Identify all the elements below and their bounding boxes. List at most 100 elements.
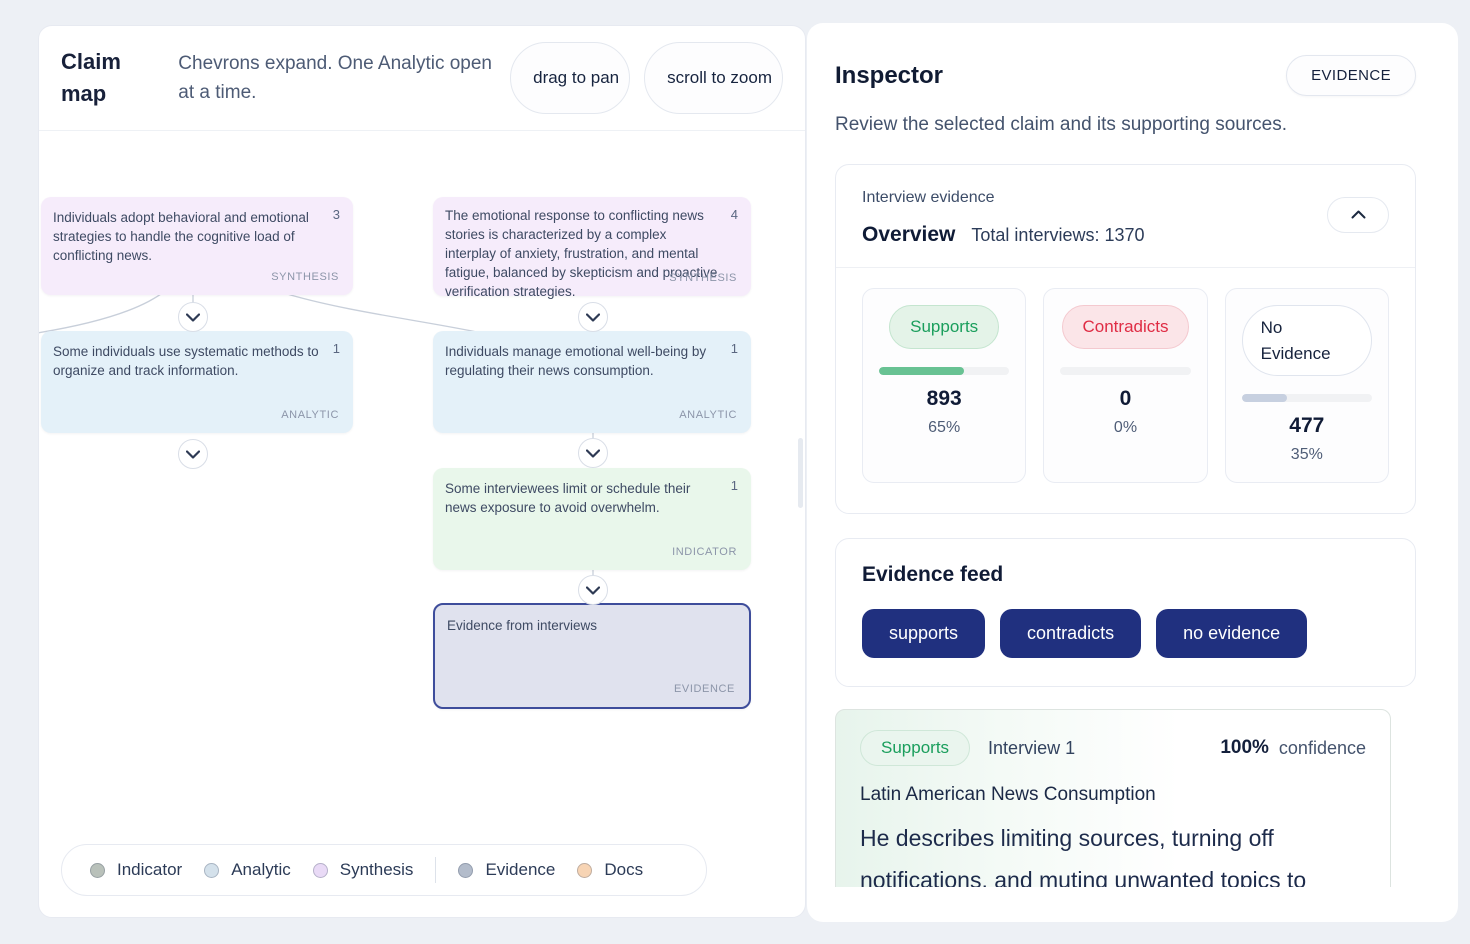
claim-map-subtitle: Chevrons expand. One Analytic open at a … bbox=[178, 52, 492, 103]
evidence-feed-item[interactable]: Supports Interview 1 100% confidence Lat… bbox=[835, 709, 1391, 887]
supports-progress-bar bbox=[879, 366, 1010, 375]
legend-item-synthesis: Synthesis bbox=[312, 860, 414, 880]
filter-no-evidence-button[interactable]: no evidence bbox=[1156, 609, 1308, 658]
expand-chevron-button[interactable] bbox=[578, 438, 608, 468]
legend-item-evidence: Evidence bbox=[458, 860, 555, 880]
no-evidence-percent: 35% bbox=[1290, 446, 1323, 463]
node-analytic-1[interactable]: Some individuals use systematic methods … bbox=[41, 331, 353, 433]
claim-map-title: Claim map bbox=[61, 49, 121, 106]
filter-contradicts-button[interactable]: contradicts bbox=[1000, 609, 1142, 658]
node-badge: 3 bbox=[332, 207, 340, 222]
chevron-down-icon bbox=[186, 312, 200, 322]
stat-card-supports: Supports 893 65% bbox=[862, 288, 1027, 483]
evidence-feed-list: Supports Interview 1 100% confidence Lat… bbox=[835, 709, 1391, 887]
no-evidence-count: 477 bbox=[1289, 414, 1325, 437]
filter-supports-button[interactable]: supports bbox=[862, 609, 986, 658]
node-text: Individuals manage emotional well-being … bbox=[445, 344, 707, 378]
claim-map-header: Claim map Chevrons expand. One Analytic … bbox=[39, 26, 805, 131]
chevron-down-icon bbox=[586, 448, 600, 458]
no-evidence-progress-bar bbox=[1241, 394, 1372, 402]
legend-label: Evidence bbox=[485, 860, 556, 879]
item-confidence-label: confidence bbox=[1278, 737, 1366, 758]
chevron-down-icon bbox=[586, 585, 600, 595]
map-scrollbar-thumb[interactable] bbox=[798, 438, 803, 508]
hint-scroll-to-zoom: scroll to zoom bbox=[644, 42, 783, 114]
expand-chevron-button[interactable] bbox=[578, 302, 608, 332]
chevron-down-icon bbox=[186, 449, 200, 459]
expand-chevron-button[interactable] bbox=[578, 575, 608, 605]
node-text: The emotional response to conflicting ne… bbox=[445, 208, 718, 299]
no-evidence-pill: No Evidence bbox=[1241, 305, 1372, 376]
node-text: Individuals adopt behavioral and emotion… bbox=[53, 210, 309, 263]
node-text: Evidence from interviews bbox=[447, 618, 598, 633]
legend-label: Synthesis bbox=[339, 860, 414, 879]
collapse-button[interactable] bbox=[1327, 197, 1389, 233]
evidence-dot-icon bbox=[458, 862, 474, 878]
node-badge: 1 bbox=[730, 478, 738, 493]
item-title: Latin American News Consumption bbox=[860, 784, 1156, 805]
legend-label: Docs bbox=[604, 860, 644, 879]
contradicts-count: 0 bbox=[1119, 386, 1132, 410]
interview-evidence-label: Interview evidence bbox=[862, 189, 995, 206]
expand-chevron-button[interactable] bbox=[178, 302, 208, 332]
claim-map-panel: Claim map Chevrons expand. One Analytic … bbox=[38, 25, 806, 918]
chevron-up-icon bbox=[1351, 206, 1366, 224]
legend-label: Indicator bbox=[117, 860, 183, 879]
node-analytic-2[interactable]: Individuals manage emotional well-being … bbox=[433, 331, 751, 433]
interview-evidence-head: Interview evidence Overview Total interv… bbox=[836, 165, 1415, 267]
node-type-label: ANALYTIC bbox=[679, 408, 737, 421]
expand-chevron-button[interactable] bbox=[178, 439, 208, 469]
contradicts-pill: Contradicts bbox=[1061, 305, 1190, 349]
item-confidence-value: 100% bbox=[1220, 737, 1269, 758]
item-quote: He describes limiting sources, turning o… bbox=[860, 825, 1307, 887]
chevron-down-icon bbox=[586, 312, 600, 322]
supports-percent: 65% bbox=[928, 418, 961, 436]
legend: Indicator Analytic Synthesis Evidence Do… bbox=[61, 844, 707, 896]
node-type-label: ANALYTIC bbox=[281, 408, 339, 421]
progress-fill bbox=[879, 366, 964, 375]
interview-evidence-card: Interview evidence Overview Total interv… bbox=[835, 164, 1416, 514]
node-type-label: SYNTHESIS bbox=[669, 271, 737, 284]
node-badge: 1 bbox=[730, 341, 738, 356]
indicator-dot-icon bbox=[90, 862, 105, 878]
node-indicator[interactable]: Some interviewees limit or schedule thei… bbox=[433, 468, 751, 570]
node-type-label: INDICATOR bbox=[672, 545, 737, 558]
legend-item-analytic: Analytic bbox=[204, 860, 291, 880]
node-type-label: EVIDENCE bbox=[673, 682, 735, 695]
evidence-type-badge: EVIDENCE bbox=[1286, 55, 1416, 96]
docs-dot-icon bbox=[577, 862, 593, 878]
node-synthesis-3[interactable]: Individuals adopt behavioral and emotion… bbox=[41, 197, 353, 295]
analytic-dot-icon bbox=[204, 862, 220, 878]
total-interviews: Total interviews: 1370 bbox=[971, 225, 1145, 245]
inspector-panel: Inspector EVIDENCE Review the selected c… bbox=[807, 23, 1458, 922]
evidence-feed-filters: supports contradicts no evidence bbox=[862, 609, 1389, 658]
evidence-feed-heading: Evidence feed bbox=[862, 563, 1004, 586]
contradicts-progress-bar bbox=[1060, 366, 1191, 375]
node-type-label: SYNTHESIS bbox=[271, 270, 339, 283]
hint-drag-to-pan: drag to pan bbox=[510, 42, 631, 114]
stat-card-no-evidence: No Evidence 477 35% bbox=[1224, 288, 1389, 483]
synthesis-dot-icon bbox=[312, 862, 328, 878]
node-text: Some interviewees limit or schedule thei… bbox=[445, 481, 691, 515]
legend-label: Analytic bbox=[231, 860, 291, 879]
evidence-feed-card: Evidence feed supports contradicts no ev… bbox=[835, 538, 1416, 687]
inspector-header: Inspector EVIDENCE bbox=[835, 55, 1416, 96]
node-synthesis-4[interactable]: The emotional response to conflicting ne… bbox=[433, 197, 751, 299]
divider bbox=[836, 267, 1415, 268]
progress-fill bbox=[1241, 394, 1288, 402]
inspector-subtitle: Review the selected claim and its suppor… bbox=[835, 114, 1288, 135]
item-supports-pill: Supports bbox=[860, 730, 971, 766]
legend-item-indicator: Indicator bbox=[90, 860, 182, 880]
node-badge: 1 bbox=[332, 341, 340, 356]
node-badge: 4 bbox=[730, 207, 738, 222]
supports-pill: Supports bbox=[889, 305, 1000, 349]
legend-divider bbox=[435, 857, 437, 883]
contradicts-percent: 0% bbox=[1113, 418, 1138, 436]
node-evidence-selected[interactable]: Evidence from interviews EVIDENCE bbox=[433, 603, 751, 709]
stats-row: Supports 893 65% Contradicts 0 0% No Evi… bbox=[836, 268, 1415, 513]
legend-item-docs: Docs bbox=[577, 860, 643, 880]
supports-count: 893 bbox=[926, 386, 962, 410]
node-text: Some individuals use systematic methods … bbox=[53, 344, 319, 378]
claim-map-canvas[interactable]: Individuals adopt behavioral and emotion… bbox=[39, 131, 805, 917]
overview-heading: Overview bbox=[862, 223, 956, 246]
